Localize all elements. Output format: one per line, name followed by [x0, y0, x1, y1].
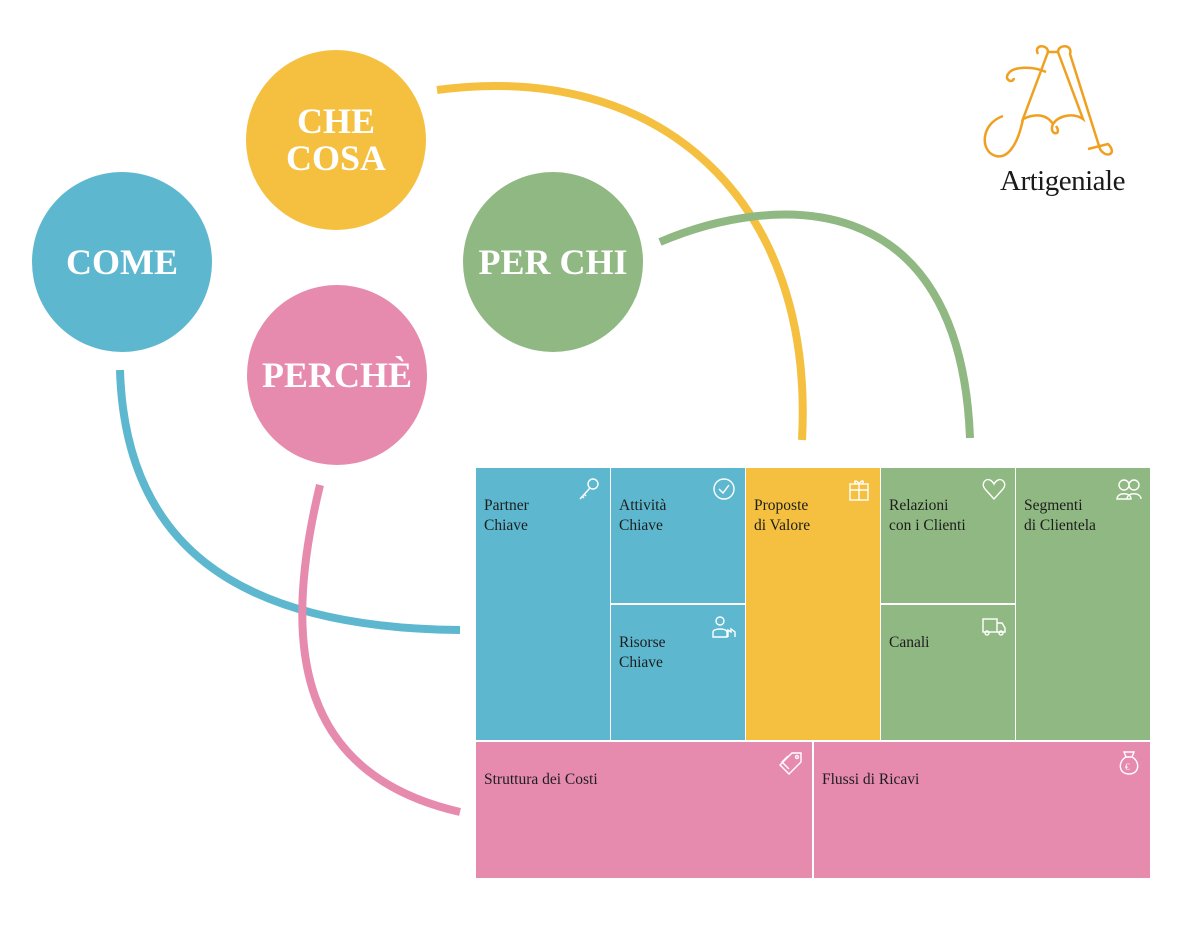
yellow-connector [436, 82, 807, 441]
cell-label: Struttura dei Costi [484, 771, 598, 788]
cell-struttura-costi[interactable]: Struttura dei Costi [476, 742, 812, 878]
cell-attivita-chiave[interactable]: Attività Chiave [611, 468, 745, 603]
worker-factory-icon [712, 616, 736, 638]
price-tag-icon [779, 752, 802, 775]
cell-label: Risorse Chiave [619, 634, 666, 671]
users-icon [1116, 479, 1142, 500]
key-icon [579, 478, 599, 500]
cell-label: Segmenti di Clientela [1024, 497, 1096, 534]
pink-connector [298, 484, 461, 816]
circle-per-chi: PER CHI [463, 172, 643, 352]
circle-come: COME [32, 172, 212, 352]
artigeniale-logo-icon [983, 45, 1114, 158]
money-bag-euro-icon: € [1119, 751, 1139, 775]
cell-label: Partner Chiave [484, 497, 529, 534]
cell-label: Relazioni con i Clienti [889, 497, 966, 534]
blue-connector [116, 369, 461, 634]
cell-risorse-chiave[interactable]: Risorse Chiave [611, 605, 745, 740]
logo-wordmark: Artigeniale [1000, 165, 1125, 197]
cell-relazioni-clienti[interactable]: Relazioni con i Clienti [881, 468, 1015, 603]
check-circle-icon [713, 478, 735, 500]
green-connector [658, 210, 974, 439]
cell-label: Attività Chiave [619, 497, 667, 534]
cell-segmenti-clientela[interactable]: Segmenti di Clientela [1016, 468, 1150, 740]
cell-proposte-di-valore[interactable]: Proposte di Valore [746, 468, 880, 740]
cell-partner-chiave[interactable]: Partner Chiave [476, 468, 610, 740]
cell-label: Proposte di Valore [754, 497, 811, 534]
circle-perche: PERCHÈ [247, 285, 427, 465]
cell-canali[interactable]: Canali [881, 605, 1015, 740]
svg-text:€: € [1125, 762, 1130, 772]
cell-flussi-ricavi[interactable]: Flussi di Ricavi € [814, 742, 1150, 878]
heart-icon [982, 478, 1006, 501]
truck-icon [982, 618, 1006, 636]
circle-che-cosa: CHE COSA [246, 50, 426, 230]
cell-label: Canali [889, 634, 930, 651]
gift-icon [849, 480, 869, 501]
cell-label: Flussi di Ricavi [822, 771, 920, 788]
